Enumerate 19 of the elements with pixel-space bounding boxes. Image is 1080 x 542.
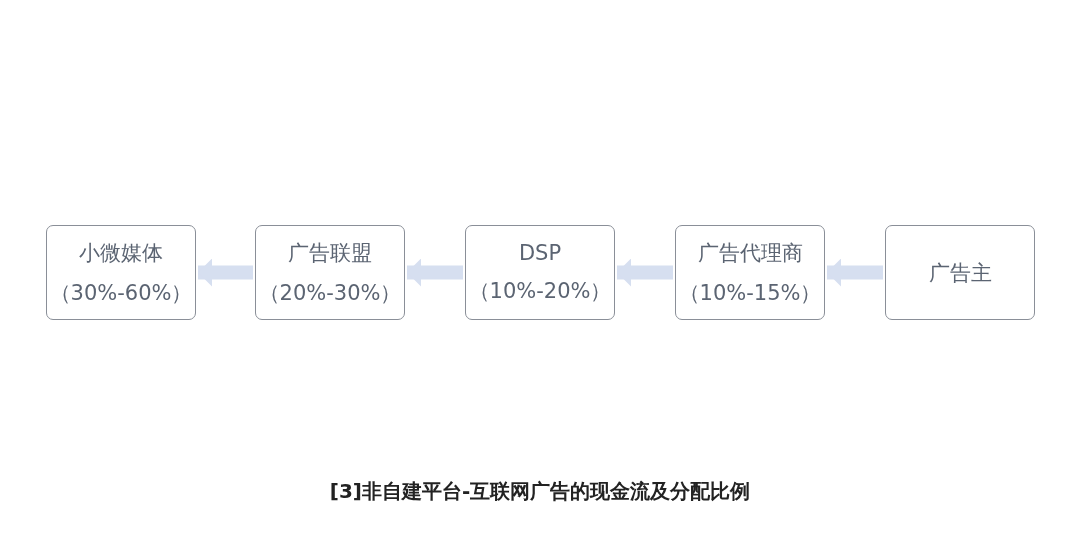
box-label: （10%-20%） bbox=[468, 277, 612, 305]
flow-box bbox=[885, 225, 1035, 320]
flow-box bbox=[675, 225, 825, 320]
arrow bbox=[407, 258, 463, 287]
arrow bbox=[827, 258, 883, 287]
box-label: 小微媒体 bbox=[79, 239, 163, 267]
flow-box bbox=[255, 225, 405, 320]
box-label: 广告联盟 bbox=[288, 239, 372, 267]
box-label: 广告主 bbox=[928, 259, 992, 287]
box-label: DSP bbox=[518, 240, 562, 265]
arrow bbox=[198, 258, 253, 287]
flow-box bbox=[46, 225, 196, 320]
box-label: （20%-30%） bbox=[258, 279, 402, 307]
box-label: 广告代理商 bbox=[697, 239, 803, 267]
box-label: （10%-15%） bbox=[678, 279, 822, 307]
flow-box bbox=[465, 225, 615, 320]
arrow bbox=[617, 258, 673, 287]
box-label: （30%-60%） bbox=[49, 279, 193, 307]
caption: [3]非自建平台-互联网广告的现金流及分配比例 bbox=[328, 478, 752, 505]
